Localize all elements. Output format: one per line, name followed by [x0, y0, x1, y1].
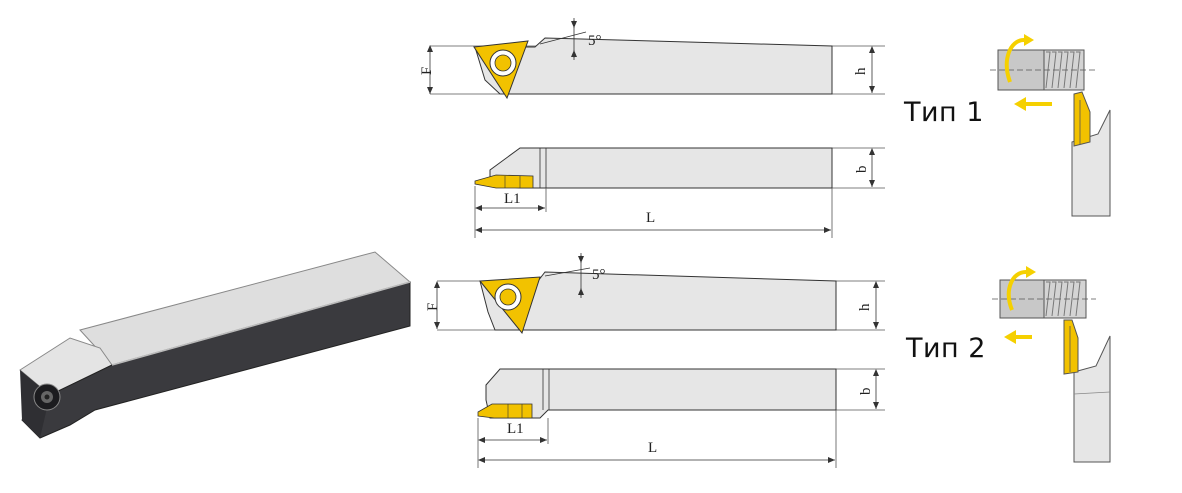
type2-top-view: 5° F h	[425, 253, 885, 335]
dim-L1-label-2: L1	[507, 421, 524, 437]
curved-rotation-arrow-icon-2	[1006, 266, 1036, 311]
type1-top-view: 5° F h	[419, 18, 885, 100]
dim-b-label-2: b	[858, 388, 874, 396]
dim-h-label-2: h	[857, 303, 873, 311]
insert-side-icon-2	[477, 403, 533, 419]
type1-label: Тип 1	[904, 97, 984, 128]
type1-side-view: b L1 L	[474, 147, 885, 238]
type1-schematic	[990, 34, 1111, 217]
angle-label: 5°	[588, 33, 602, 49]
dim-L-label-2: L	[648, 440, 657, 456]
type2-schematic	[992, 266, 1111, 463]
feed-direction-arrow-icon-2	[1004, 330, 1032, 344]
dim-b-label: b	[854, 166, 870, 174]
type2-label: Тип 2	[906, 333, 986, 364]
type2-side-view: b L1 L	[477, 368, 885, 468]
insert-gold-icon-2	[479, 276, 541, 335]
angle-label-2: 5°	[592, 267, 606, 283]
insert-gold-icon	[473, 40, 529, 100]
dim-F-label-2: F	[425, 303, 441, 311]
dim-L1-label: L1	[504, 191, 521, 207]
dim-L-label: L	[646, 210, 655, 226]
insert-3d-icon	[33, 383, 61, 411]
dim-F-label: F	[419, 67, 435, 75]
tool-holder-3d	[19, 251, 412, 439]
feed-direction-arrow-icon	[1014, 97, 1052, 111]
insert-side-icon	[474, 174, 534, 189]
curved-rotation-arrow-icon	[1004, 34, 1034, 83]
dim-h-label: h	[853, 67, 869, 75]
